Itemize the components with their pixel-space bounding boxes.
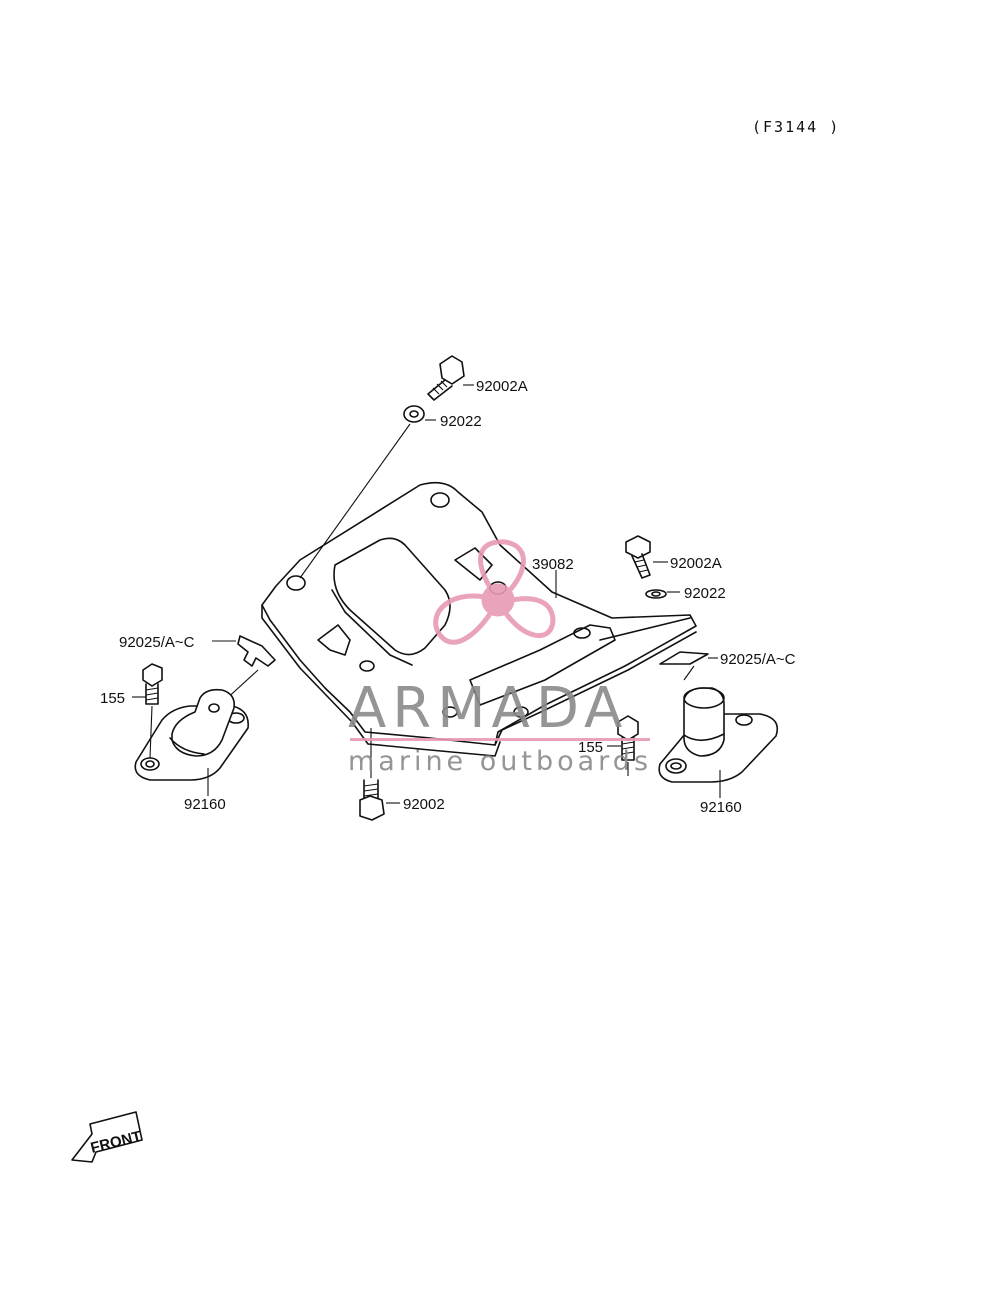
label-bolt-top: 92002A [476,378,528,395]
bolt-right-small-drawing [607,715,639,776]
label-bracket: 39082 [532,556,574,573]
bolt-top-drawing [427,355,474,401]
label-bolt-right-small: 155 [578,739,603,756]
clip-right-drawing [659,651,718,681]
front-arrow-icon [71,1111,143,1163]
label-washer-right: 92022 [684,585,726,602]
bolt-right-drawing [625,535,668,579]
watermark-brand: ARMADA [348,676,628,741]
label-washer-top: 92022 [440,413,482,430]
washer-top-drawing [403,405,436,423]
leader-washer-top [299,423,411,579]
mount-right-drawing [658,687,779,798]
reference-code: (F3144 ) [752,118,840,136]
propeller-logo-icon [433,539,556,645]
label-mount-left: 92160 [184,796,226,813]
label-clip-left: 92025/A~C [119,634,195,651]
front-arrow: FRONT [71,1111,143,1163]
bolt-bottom-drawing [359,728,400,821]
bolt-left-small-drawing [132,663,163,759]
label-bolt-left-small: 155 [100,690,125,707]
label-bolt-right: 92002A [670,555,722,572]
label-bolt-bottom: 92002 [403,796,445,813]
watermark-divider [350,738,650,741]
watermark: ARMADA marine outboards [348,539,652,777]
label-mount-right: 92160 [700,799,742,816]
watermark-tagline: marine outboards [348,746,652,777]
washer-right-drawing [645,589,680,599]
label-clip-right: 92025/A~C [720,651,796,668]
mount-left-drawing [134,688,249,796]
